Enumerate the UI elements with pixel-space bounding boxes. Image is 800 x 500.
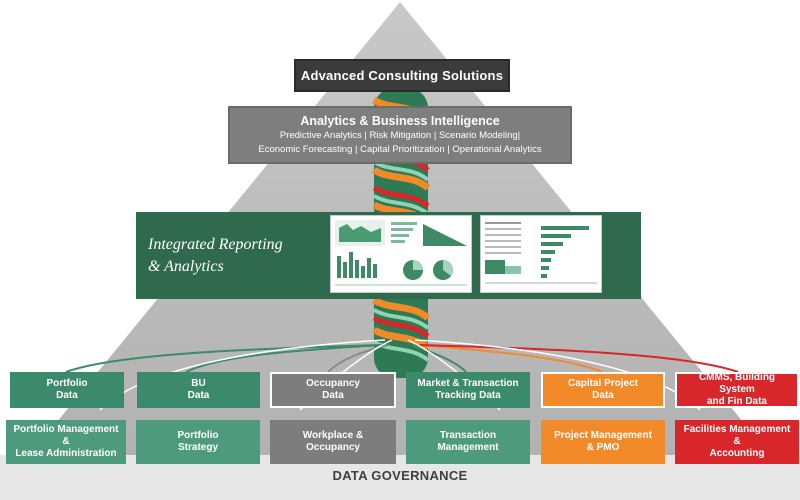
occupancy-data-label: Occupancy Data: [306, 378, 360, 401]
transaction-management-box: Transaction Management: [406, 420, 530, 464]
bu-data-box: BU Data: [137, 372, 260, 408]
data-governance-label: DATA GOVERNANCE: [332, 468, 468, 483]
dashboard-thumbnail-2: [480, 215, 602, 293]
project-management-box: Project Management & PMO: [541, 420, 665, 464]
facilities-management-box: Facilities Management & Accounting: [675, 420, 799, 464]
cmms-data-box: CMMS, Building System and Fin Data: [675, 372, 799, 408]
occupancy-data-box: Occupancy Data: [270, 372, 396, 408]
portfolio-strategy-label: Portfolio Strategy: [177, 430, 219, 453]
facilities-management-label: Facilities Management & Accounting: [683, 424, 791, 459]
reporting-title: Integrated Reporting & Analytics: [148, 236, 283, 275]
bu-data-label: BU Data: [187, 378, 210, 401]
portfolio-strategy-box: Portfolio Strategy: [136, 420, 260, 464]
advanced-consulting-title: Advanced Consulting Solutions: [294, 59, 510, 92]
portfolio-data-label: Portfolio Data: [46, 378, 88, 401]
portfolio-management-label: Portfolio Management & Lease Administrat…: [13, 424, 119, 459]
market-transaction-data-label: Market & Transaction Tracking Data: [417, 378, 519, 401]
title-label: Advanced Consulting Solutions: [300, 67, 504, 83]
pyramid-base: [0, 455, 800, 500]
cmms-data-label: CMMS, Building System and Fin Data: [698, 372, 776, 407]
capital-project-data-label: Capital Project Data: [567, 378, 639, 401]
integrated-reporting-panel: Integrated Reporting & Analytics: [136, 212, 641, 299]
connector-lines: [65, 339, 739, 411]
project-management-label: Project Management & PMO: [554, 430, 652, 453]
abi-heading: Analytics & Business Intelligence: [300, 113, 500, 128]
portfolio-data-box: Portfolio Data: [10, 372, 124, 408]
market-transaction-data-box: Market & Transaction Tracking Data: [406, 372, 530, 408]
workplace-occupancy-box: Workplace & Occupancy: [270, 420, 396, 464]
analytics-bi-box: Analytics & Business Intelligence Predic…: [228, 106, 572, 164]
abi-line-1: Predictive Analytics | Risk Mitigation |…: [279, 129, 521, 141]
abi-line-2: Economic Forecasting | Capital Prioritiz…: [258, 143, 542, 155]
portfolio-management-box: Portfolio Management & Lease Administrat…: [6, 420, 126, 464]
transaction-management-label: Transaction Management: [437, 430, 499, 453]
dashboard-thumbnail-1: [330, 215, 472, 293]
workplace-occupancy-label: Workplace & Occupancy: [302, 430, 364, 453]
dashboard-graphic-2: [485, 222, 597, 284]
capital-project-data-box: Capital Project Data: [541, 372, 665, 408]
dashboard-graphic-1: [335, 220, 467, 286]
